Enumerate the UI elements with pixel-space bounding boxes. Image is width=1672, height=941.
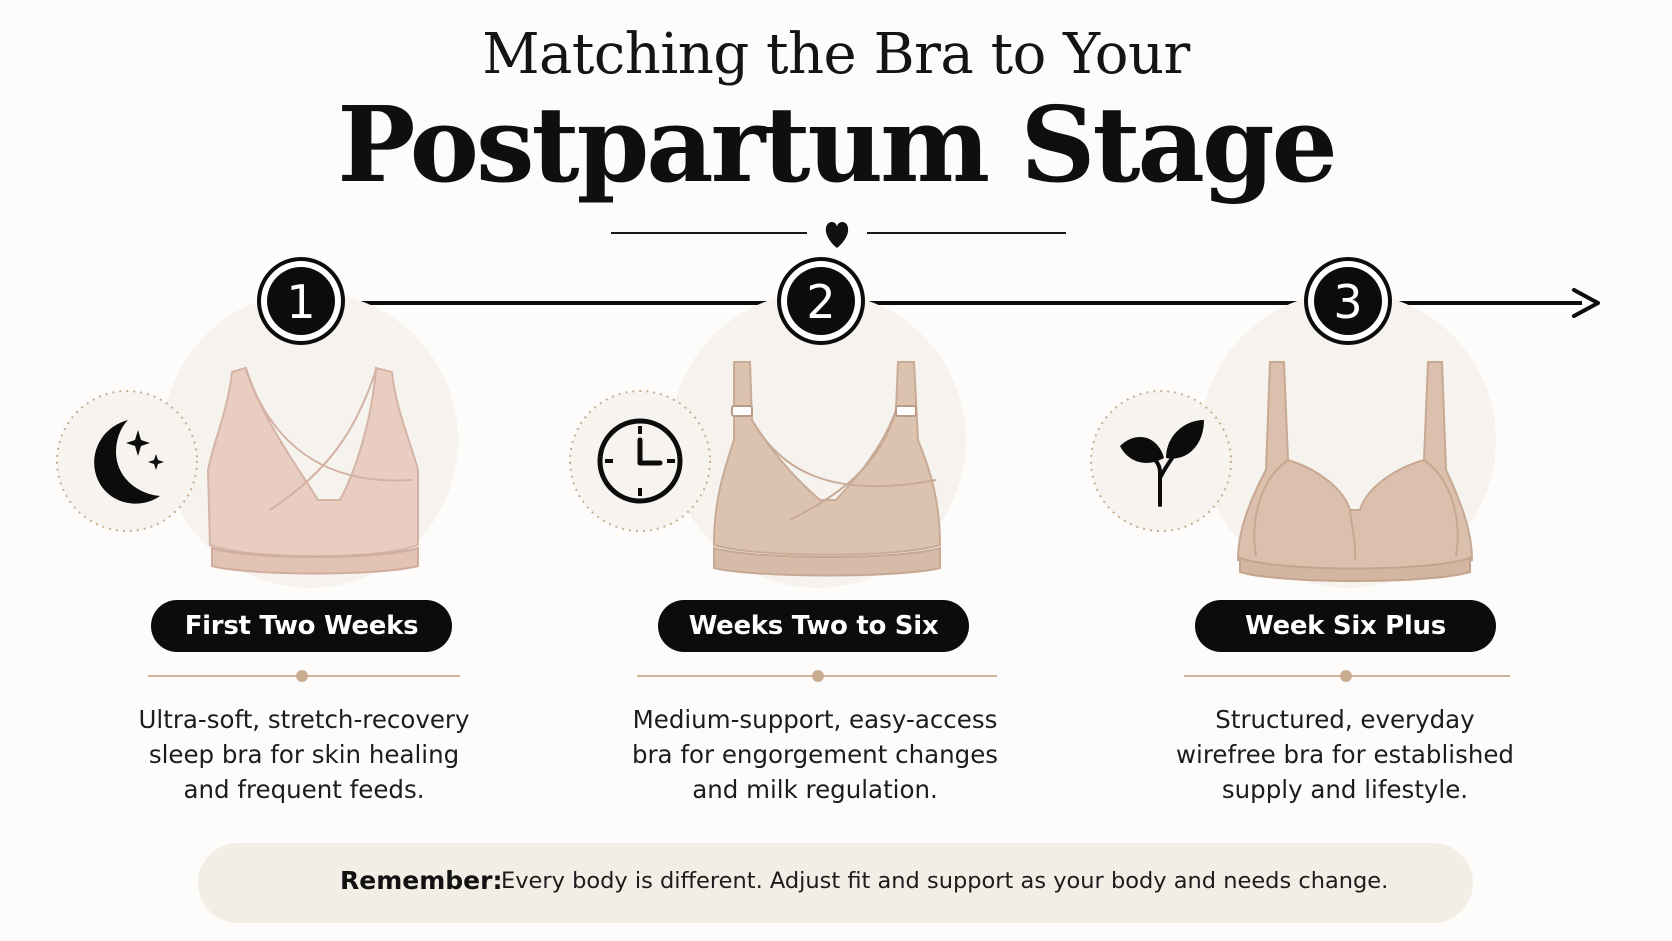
- stage-3-description: Structured, everyday wirefree bra for es…: [1135, 702, 1555, 807]
- stage-1-number: 1: [286, 275, 315, 329]
- stage-1-label: First Two Weeks: [151, 600, 452, 652]
- clock-icon: [597, 418, 683, 504]
- stage-2-description-line-2: bra for engorgement changes: [631, 740, 999, 769]
- stage-3-bra-image: [1236, 361, 1474, 582]
- stage-3-description-line-2: wirefree bra for established: [1176, 740, 1514, 769]
- reminder-banner: [198, 843, 1473, 923]
- moon-stars-icon: [94, 420, 164, 504]
- timeline-arrow-icon: [1572, 288, 1600, 318]
- stage-1-description: Ultra-soft, stretch-recovery sleep bra f…: [94, 702, 514, 807]
- stage-2-label: Weeks Two to Six: [658, 600, 969, 652]
- stage-2-description-line-3: and milk regulation.: [692, 775, 938, 804]
- stage-2-bra-image: [712, 361, 942, 577]
- title-line-1: Matching the Bra to Your: [482, 22, 1190, 87]
- leaf-icon: [1120, 420, 1204, 507]
- divider-heart-icon: [825, 222, 849, 248]
- stage-3-label: Week Six Plus: [1195, 600, 1496, 652]
- stage-2-number: 2: [806, 275, 835, 329]
- stage-1-description-line-2: sleep bra for skin healing: [148, 740, 460, 769]
- stage-2-graphics: [569, 257, 997, 682]
- stage-2-description: Medium-support, easy-access bra for engo…: [605, 702, 1025, 807]
- stage-1-description-line-1: Ultra-soft, stretch-recovery: [138, 705, 470, 734]
- reminder-label: Remember:: [340, 866, 503, 895]
- reminder-text: Every body is different. Adjust fit and …: [501, 868, 1389, 894]
- title-line-2: Postpartum Stage: [337, 83, 1338, 206]
- stage-3-description-line-1: Structured, everyday: [1215, 705, 1475, 734]
- stage-1-graphics: [56, 257, 460, 682]
- stage-3-graphics: [1090, 257, 1510, 682]
- stage-1-description-line-3: and frequent feeds.: [183, 775, 425, 804]
- stage-3-number: 3: [1333, 275, 1362, 329]
- stage-2-description-line-1: Medium-support, easy-access: [632, 705, 998, 734]
- stage-3-description-line-3: supply and lifestyle.: [1221, 775, 1469, 804]
- stage-1-bra-image: [206, 366, 419, 575]
- title-divider: [611, 222, 1066, 248]
